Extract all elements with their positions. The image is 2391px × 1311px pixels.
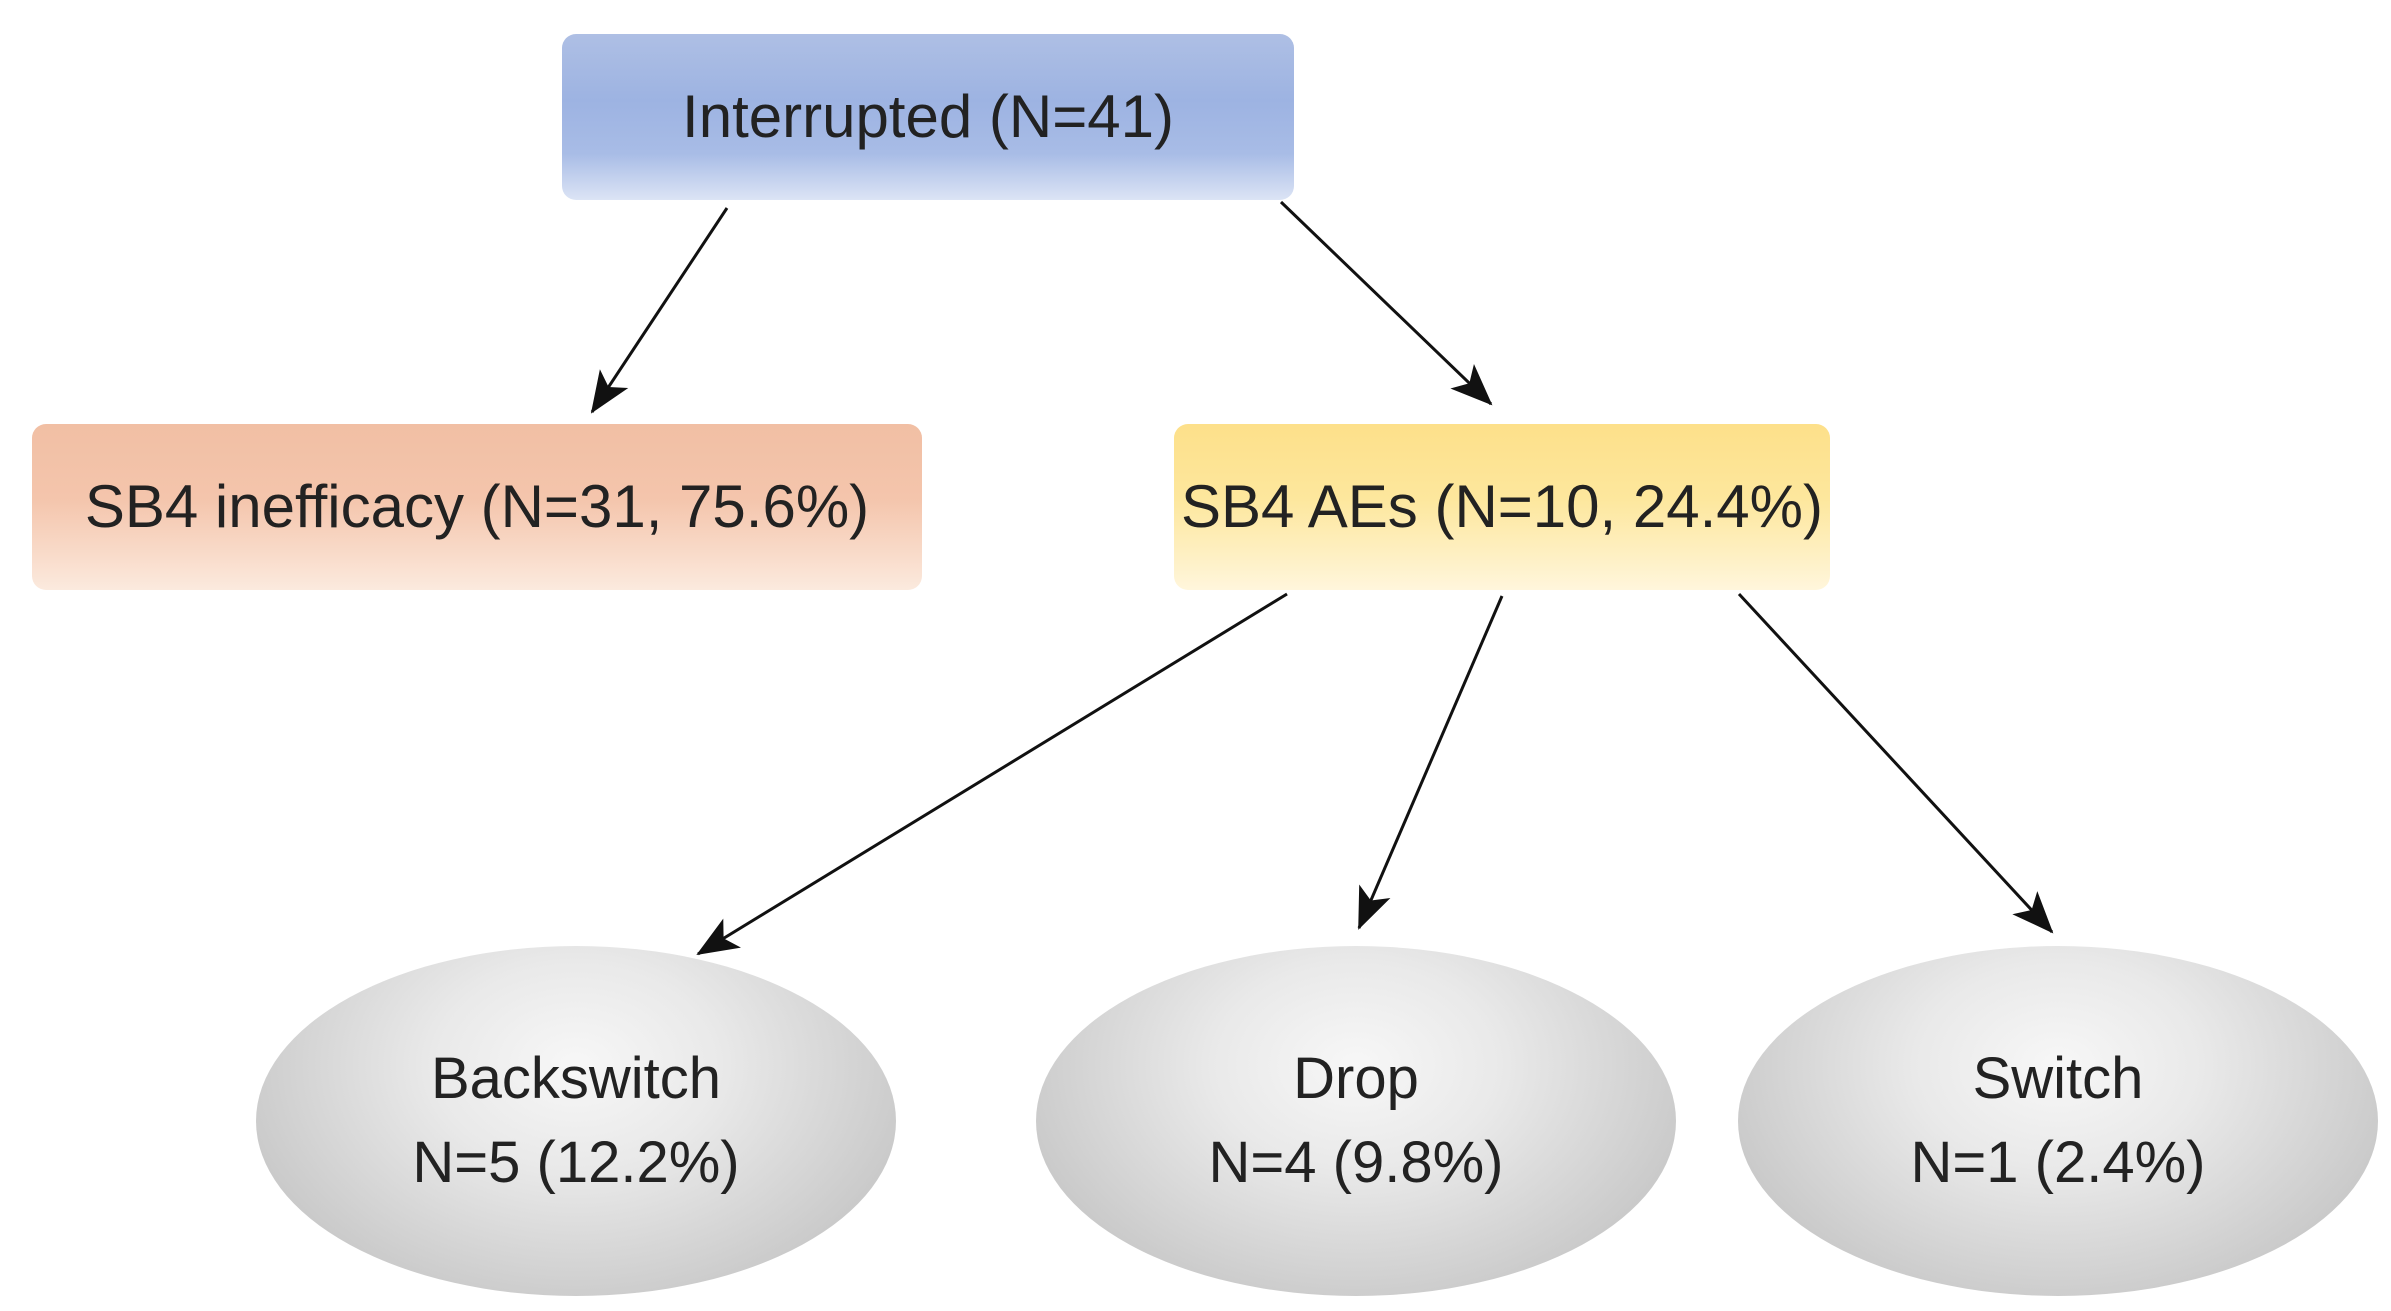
node-drop-count: N=4 (9.8%) (1208, 1130, 1504, 1195)
node-backswitch: Backswitch N=5 (12.2%) (256, 946, 896, 1296)
node-backswitch-count: N=5 (12.2%) (412, 1130, 740, 1195)
arrow-aes-to-switch (1737, 592, 2054, 934)
arrow-root-to-aes (1279, 200, 1493, 406)
node-switch: Switch N=1 (2.4%) (1738, 946, 2378, 1296)
node-drop: Drop N=4 (9.8%) (1036, 946, 1676, 1296)
arrow-root-to-inefficacy (590, 207, 729, 414)
node-backswitch-name: Backswitch (430, 1045, 722, 1111)
arrow-aes-to-backswitch (696, 592, 1288, 956)
node-sb4-inefficacy: SB4 inefficacy (N=31, 75.6%) (32, 424, 922, 590)
node-sb4-inefficacy-label: SB4 inefficacy (N=31, 75.6%) (84, 473, 870, 540)
node-drop-name: Drop (1293, 1045, 1419, 1111)
node-switch-name: Switch (1972, 1045, 2144, 1111)
arrow-aes-to-drop (1357, 595, 1504, 930)
node-interrupted: Interrupted (N=41) (562, 34, 1294, 200)
node-sb4-aes: SB4 AEs (N=10, 24.4%) (1174, 424, 1830, 590)
node-switch-count: N=1 (2.4%) (1910, 1130, 2206, 1195)
node-interrupted-label: Interrupted (N=41) (682, 83, 1174, 150)
node-sb4-aes-label: SB4 AEs (N=10, 24.4%) (1180, 473, 1823, 540)
